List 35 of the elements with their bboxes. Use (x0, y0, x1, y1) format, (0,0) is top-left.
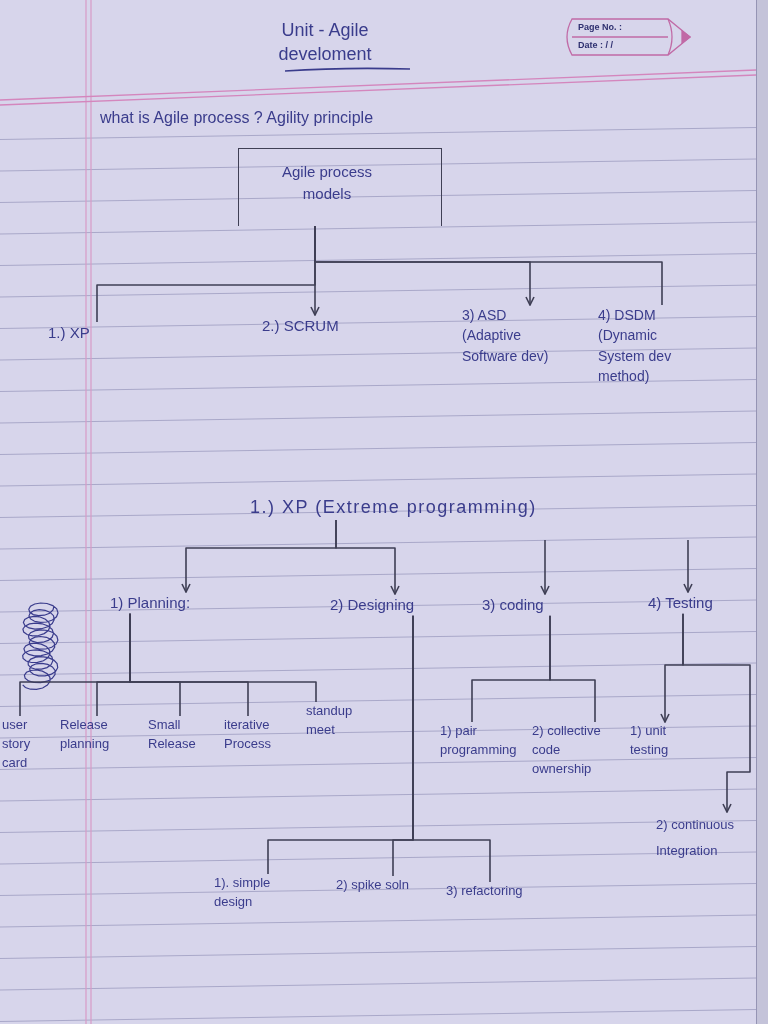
phase-label: 4) Testing (648, 592, 753, 614)
connector-line (129, 612, 317, 703)
branch-label: 3) ASD (Adaptive Software dev) (462, 305, 554, 366)
connector-line (549, 614, 596, 723)
section-heading: 1.) XP (Extreme programming) (250, 494, 680, 521)
practice-label: 2) collective code ownership (532, 722, 618, 779)
practice-label: 3) refactoring (446, 882, 546, 901)
practice-label: user story card (2, 716, 48, 773)
practice-label: iterative Process (224, 716, 302, 754)
page-title: Unit - Agile develoment (277, 19, 373, 67)
practice-label: Release planning (60, 716, 136, 754)
practice-label: 1) unit testing (630, 722, 700, 760)
practice-label: standup meet (306, 702, 376, 740)
practice-label: 2) spike soln (336, 876, 414, 895)
page-number-field: Page No. : (578, 22, 622, 34)
branch-label: 2.) SCRUM (262, 315, 372, 337)
phase-label: 3) coding (482, 594, 592, 616)
connector-line (314, 225, 663, 306)
arrow (682, 612, 751, 813)
branch-label: 4) DSDM (Dynamic System dev method) (598, 305, 698, 387)
arrow (335, 519, 400, 595)
arrow (683, 539, 693, 593)
practice-label: 1). simple design (214, 874, 304, 912)
question-text: what is Agile process ? Agility principle (100, 108, 374, 128)
phase-label: 1) Planning: (110, 592, 240, 614)
box-title: Agile process models (280, 162, 373, 204)
date-field: Date : / / (578, 40, 613, 52)
practice-label: 2) continuous Integration (656, 812, 754, 864)
phase-label: 2) Designing (330, 594, 465, 616)
arrow (540, 539, 550, 595)
process-box (238, 148, 442, 226)
practice-label: 1) pair programming (440, 722, 526, 760)
connector-line (412, 614, 491, 883)
branch-label: 1.) XP (48, 322, 118, 344)
practice-label: Small Release (148, 716, 218, 754)
